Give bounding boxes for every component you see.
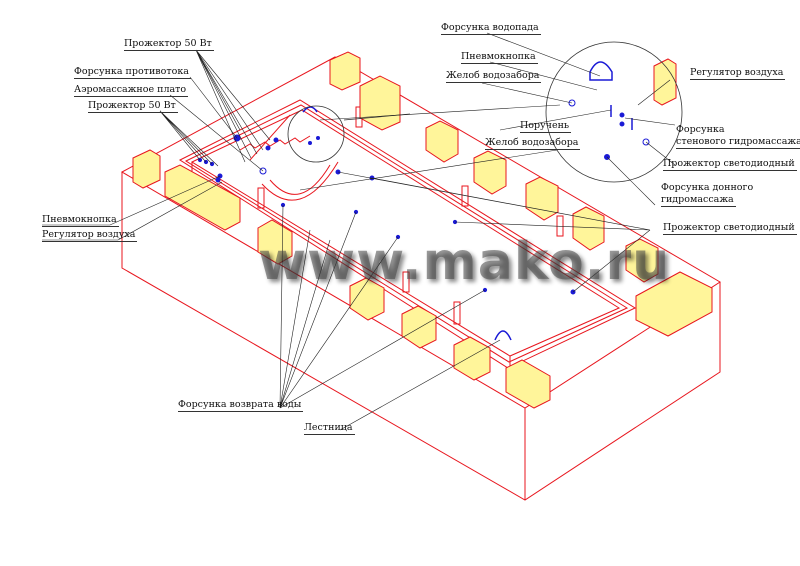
label-intake-gutter-top: Желоб водозабора: [446, 70, 542, 83]
label-bottom-hydromassage-line1: Форсунка донного: [661, 182, 754, 193]
label-pneumo-button-right: Пневмокнопка: [461, 51, 538, 64]
label-pneumo-button-left: Пневмокнопка: [42, 214, 119, 227]
label-air-regulator-right: Регулятор воздуха: [690, 67, 786, 80]
label-counterflow-nozzle: Форсунка противотока: [74, 66, 191, 79]
deck-blocks: [132, 51, 713, 409]
label-wall-hydromassage-line1: Форсунка: [676, 124, 725, 135]
label-aeromassage-plate: Аэромассажное плато: [74, 84, 189, 97]
label-led-projector: Прожектор светодиодный: [663, 222, 797, 235]
leader-lines: [42, 32, 676, 431]
pool-structure: [120, 56, 721, 501]
label-projector-50w: Прожектор 50 Вт: [88, 100, 178, 113]
label-wall-hydromassage-line2: стенового гидромассажа: [676, 136, 800, 149]
label-waterfall-nozzle: Форсунка водопада: [441, 22, 541, 35]
label-led-projector-detail: Прожектор светодиодный: [663, 158, 797, 171]
label-intake-gutter: Желоб водозабора: [485, 137, 581, 150]
label-return-nozzle: Форсунка возврата воды: [178, 399, 304, 412]
watermark: www.mako.ru: [258, 232, 671, 292]
handrail-icons: [302, 61, 633, 341]
label-projector-50w-top: Прожектор 50 Вт: [124, 38, 214, 51]
label-bottom-hydromassage-line2: гидромассажа: [661, 194, 736, 207]
label-air-regulator-left: Регулятор воздуха: [42, 229, 138, 242]
label-ladder: Лестница: [304, 422, 355, 435]
label-handrail: Поручень: [520, 120, 572, 133]
